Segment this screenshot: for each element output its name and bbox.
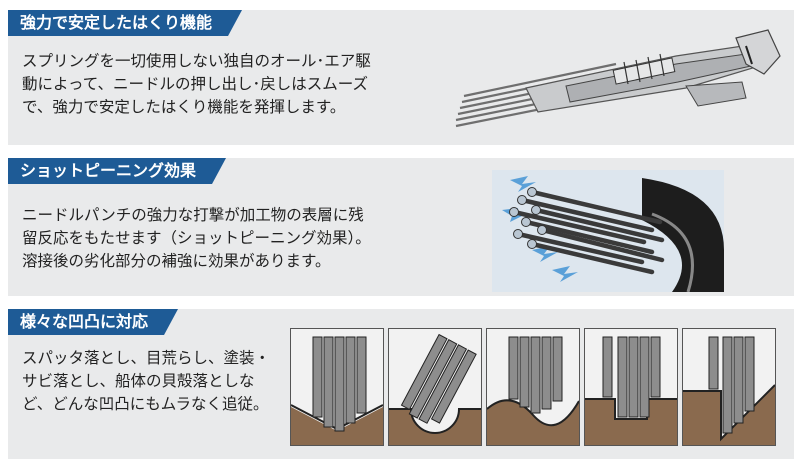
rectangular-recess-diagram — [584, 328, 678, 446]
slanted-step-diagram — [682, 328, 776, 446]
round-hollow-diagram — [388, 328, 482, 446]
section-description: スパッタ落とし、目荒らし、塗装・ サビ落とし、船体の貝殻落としな ど、どんな凹凸… — [22, 347, 270, 416]
description-line: ど、どんな凹凸にもムラなく追従。 — [22, 395, 269, 413]
description-line: 動によって、ニードルの押し出し･戻しはスムーズ — [22, 75, 368, 93]
section-title: ショットピーニング効果 — [8, 158, 226, 184]
wavy-surface-diagram — [486, 328, 580, 446]
section-title: 様々な凹凸に対応 — [8, 309, 178, 335]
needle-scaler-cutaway-image — [455, 29, 781, 128]
v-groove-diagram — [290, 328, 384, 446]
description-line: 留反応をもたせます（ショットピーニング効果）。 — [22, 229, 371, 247]
section-description: ニードルパンチの強力な打撃が加工物の表層に残 留反応をもたせます（ショットピーニ… — [22, 204, 371, 273]
description-line: スパッタ落とし、目荒らし、塗装・ — [22, 349, 271, 367]
description-line: 溶接後の劣化部分の補強に効果があります。 — [22, 252, 331, 270]
section-shot-peening: ショットピーニング効果 ニードルパンチの強力な打撃が加工物の表層に残 留反応をも… — [8, 158, 794, 296]
section-description: スプリングを一切使用しない独自のオール･エア駆 動によって、ニードルの押し出し･… — [22, 50, 371, 119]
description-line: で、強力で安定したはくり機能を発揮します。 — [22, 98, 346, 116]
section-stripping: 強力で安定したはくり機能 スプリングを一切使用しない独自のオール･エア駆 動によ… — [8, 10, 794, 145]
shot-peening-illustration — [492, 170, 724, 292]
description-line: ニードルパンチの強力な打撃が加工物の表層に残 — [22, 206, 364, 224]
section-uneven-surfaces: 様々な凹凸に対応 スパッタ落とし、目荒らし、塗装・ サビ落とし、船体の貝殻落とし… — [8, 309, 794, 459]
description-line: スプリングを一切使用しない独自のオール･エア駆 — [22, 52, 371, 70]
description-line: サビ落とし、船体の貝殻落としな — [22, 372, 255, 390]
section-title: 強力で安定したはくり機能 — [8, 10, 242, 36]
